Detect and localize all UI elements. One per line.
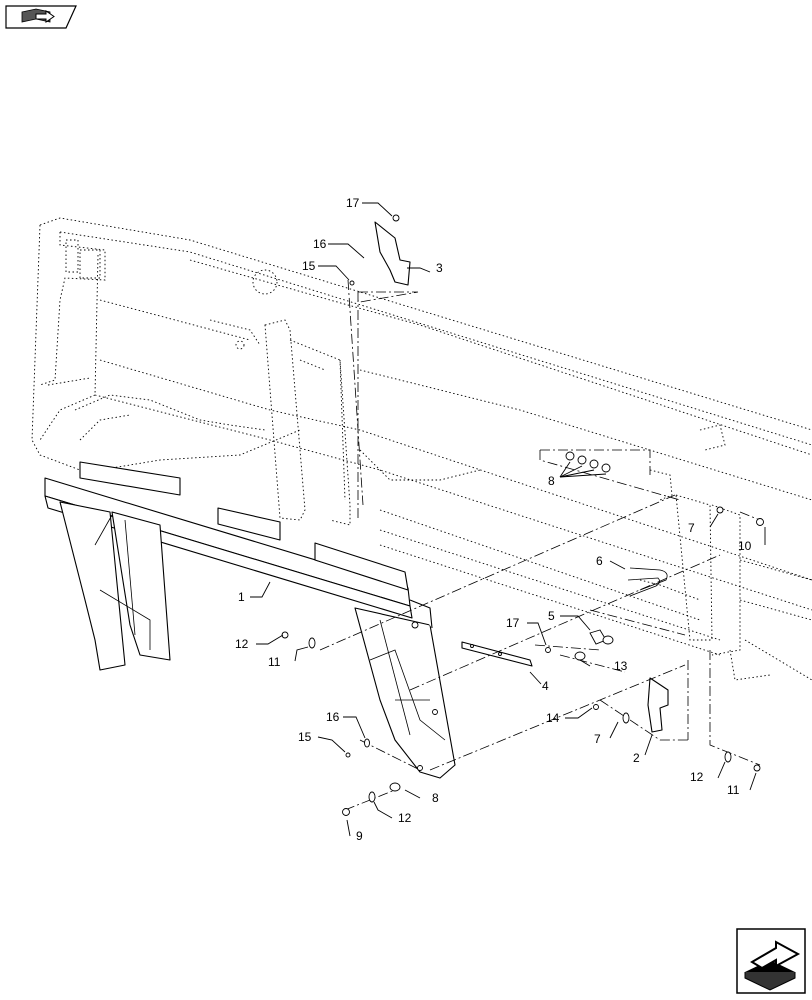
back-nav-tab[interactable] [5,5,77,29]
callout-7-top: 7 [688,521,695,535]
part-6-u-bolt [627,567,668,597]
callout-5: 5 [548,609,555,623]
callout-12-bottom: 12 [398,811,412,825]
callout-12-right: 12 [690,770,704,784]
callout-7-bottom: 7 [594,732,601,746]
callout-14: 14 [546,711,560,725]
callout-1: 1 [238,590,245,604]
callout-17-top: 17 [346,196,360,210]
callout-4: 4 [542,679,549,693]
callout-8-top: 8 [548,474,555,488]
callout-6: 6 [596,554,603,568]
hardware-group-8-upper [565,451,611,473]
small-hardware [281,280,764,816]
callout-labels: 17 16 15 3 8 7 10 6 1 5 17 12 11 13 4 16… [235,196,752,843]
callout-17-bottom: 17 [506,616,520,630]
header-frame-phantom [31,217,812,681]
callout-16-top: 16 [313,237,327,251]
callout-11-right: 11 [727,783,740,797]
callout-11-left: 11 [268,655,281,669]
part-4-strip [461,641,533,667]
callout-leaders [250,202,766,837]
callout-16-bottom: 16 [326,710,340,724]
callout-3: 3 [436,261,443,275]
callout-10: 10 [738,539,752,553]
next-page-button[interactable] [736,928,806,994]
part-2-bracket [647,677,669,733]
callout-13: 13 [614,659,628,673]
callout-2: 2 [633,751,640,765]
callout-8-bottom: 8 [432,791,439,805]
part-1-front-shield [44,461,456,779]
book-arrow-icon [21,8,55,23]
callout-12-left: 12 [235,637,249,651]
next-page-arrow-icon [744,940,801,991]
assembly-lines [319,279,761,811]
callout-15-bottom: 15 [298,730,312,744]
part-3-bracket [374,214,411,286]
callout-9: 9 [356,829,363,843]
callout-15-top: 15 [302,259,316,273]
